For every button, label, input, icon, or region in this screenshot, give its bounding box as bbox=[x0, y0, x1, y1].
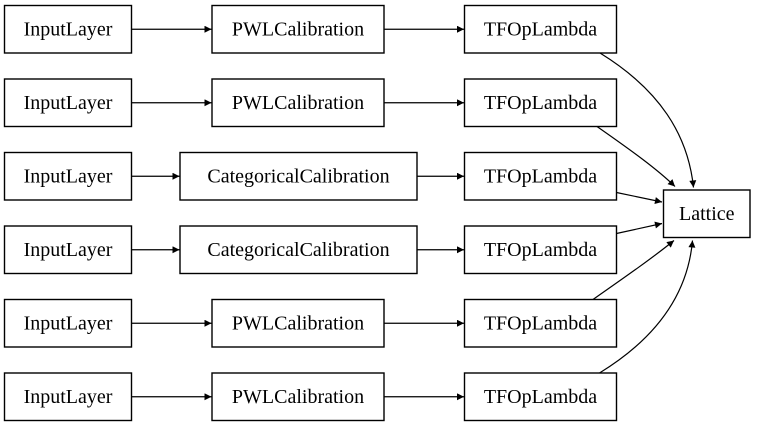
row-2: InputLayer PWLCalibration TFOpLambda bbox=[3, 78, 676, 187]
row-6-lambda-box bbox=[463, 372, 618, 422]
row-5-lambda-label: TFOpLambda bbox=[484, 312, 597, 334]
row-4-edge-lambda-lattice bbox=[616, 221, 663, 235]
row-1-calibration-box bbox=[211, 4, 385, 54]
row-4-calibration-box bbox=[179, 225, 418, 275]
lattice-box bbox=[662, 189, 751, 239]
row-4-lambda-box bbox=[463, 225, 618, 275]
row-6-input-label: InputLayer bbox=[24, 386, 113, 408]
row-6-lambda-label: TFOpLambda bbox=[484, 386, 597, 408]
row-3-lambda-box bbox=[463, 151, 618, 201]
row-6-edge-lambda-lattice bbox=[599, 240, 696, 374]
row-5-input-box bbox=[3, 298, 133, 348]
row-4-input-label: InputLayer bbox=[24, 239, 113, 261]
row-3-input-label: InputLayer bbox=[24, 165, 113, 187]
row-1-input-label: InputLayer bbox=[24, 18, 113, 40]
row-1: InputLayer PWLCalibration TFOpLambda bbox=[3, 4, 697, 188]
row-1-lambda-label: TFOpLambda bbox=[484, 18, 597, 40]
row-5-lambda-box bbox=[463, 298, 618, 348]
row-3-input-box bbox=[3, 151, 133, 201]
lattice-label: Lattice bbox=[679, 203, 735, 225]
row-4-lambda-label: TFOpLambda bbox=[484, 239, 597, 261]
row-6-calibration-box bbox=[211, 372, 385, 422]
row-5-calibration-box bbox=[211, 298, 385, 348]
row-3-calibration-box bbox=[179, 151, 418, 201]
lattice-node: Lattice bbox=[662, 189, 751, 239]
row-2-calibration-label: PWLCalibration bbox=[232, 92, 364, 114]
row-5: InputLayer PWLCalibration TFOpLambda bbox=[3, 240, 675, 348]
row-5-edge-lambda-lattice bbox=[592, 240, 675, 300]
row-2-lambda-label: TFOpLambda bbox=[484, 92, 597, 114]
row-3: InputLayer CategoricalCalibration TFOpLa… bbox=[3, 151, 663, 204]
row-2-edge-lambda-lattice bbox=[596, 126, 676, 187]
row-4-input-box bbox=[3, 225, 133, 275]
row-1-lambda-box bbox=[463, 4, 618, 54]
row-4-calibration-label: CategoricalCalibration bbox=[207, 239, 389, 261]
row-6-calibration-label: PWLCalibration bbox=[232, 386, 364, 408]
row-2-calibration-box bbox=[211, 78, 385, 128]
row-6: InputLayer PWLCalibration TFOpLambda bbox=[3, 240, 696, 422]
row-5-input-label: InputLayer bbox=[24, 312, 113, 334]
row-2-lambda-box bbox=[463, 78, 618, 128]
row-3-lambda-label: TFOpLambda bbox=[484, 165, 597, 187]
row-6-input-box bbox=[3, 372, 133, 422]
row-1-edge-lambda-lattice bbox=[599, 52, 697, 188]
row-1-calibration-label: PWLCalibration bbox=[232, 18, 364, 40]
row-3-edge-lambda-lattice bbox=[616, 191, 663, 204]
row-2-input-label: InputLayer bbox=[24, 92, 113, 114]
row-1-input-box bbox=[3, 4, 133, 54]
row-5-calibration-label: PWLCalibration bbox=[232, 312, 364, 334]
row-3-calibration-label: CategoricalCalibration bbox=[207, 165, 389, 187]
row-4: InputLayer CategoricalCalibration TFOpLa… bbox=[3, 221, 663, 275]
